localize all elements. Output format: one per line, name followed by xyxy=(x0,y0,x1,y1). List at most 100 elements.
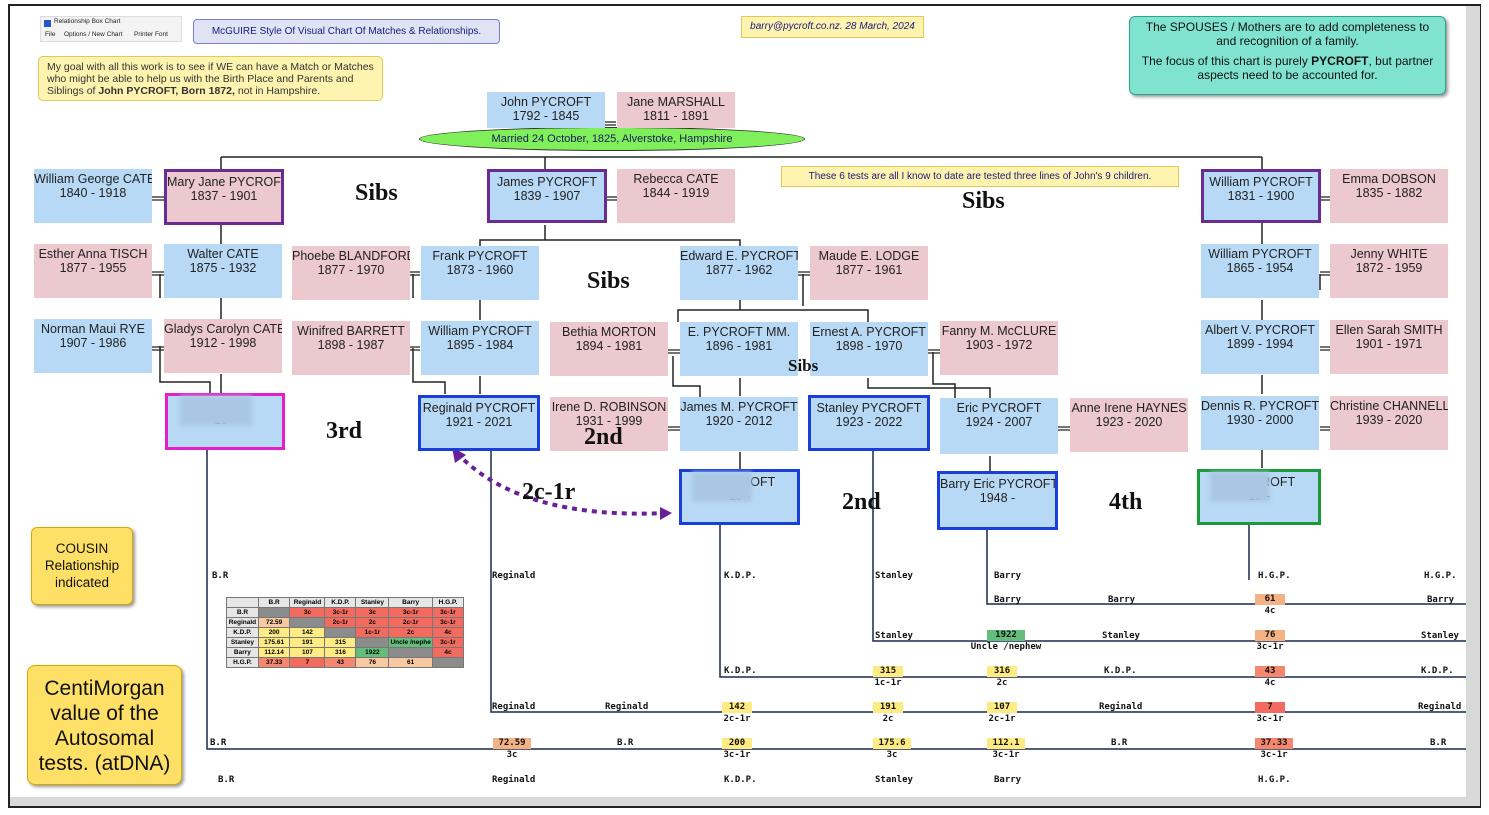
horizontal-scrollbar[interactable] xyxy=(10,797,1466,806)
matrix-header: H.G.P. xyxy=(431,597,465,608)
matrix-cell: 316 xyxy=(324,647,357,658)
ladder-top-label: Reginald xyxy=(492,571,536,581)
matrix-cell: 3c xyxy=(355,607,390,618)
matrix-row-label: Barry xyxy=(226,647,259,658)
cm-value-cell: 72.59 xyxy=(493,738,531,749)
matrix-header: Barry xyxy=(388,597,433,608)
matrix-cell: 72.59 xyxy=(257,617,291,628)
matrix-cell: 107 xyxy=(289,647,326,658)
relationship-label: 3c-1r xyxy=(1260,750,1288,760)
ladder-bottom-label: B.R xyxy=(218,775,235,785)
relationship-label: 2c xyxy=(996,678,1008,688)
cm-value-cell: 316 xyxy=(987,666,1017,677)
matrix-cell: 200 xyxy=(257,627,291,638)
cm-value-cell: 191 xyxy=(873,702,903,713)
matrix-header: Stanley xyxy=(355,597,390,608)
matrix-cell: 175.61 xyxy=(257,637,291,648)
person-e-pycroft-mm: E. PYCROFT MM.1896 - 1981 xyxy=(680,322,798,376)
matrix-cell: 112.14 xyxy=(257,647,291,658)
spouse-note: The SPOUSES / Mothers are to add complet… xyxy=(1129,16,1446,95)
ladder-row-label: B.R xyxy=(1430,738,1447,748)
ladder-bottom-label: K.D.P. xyxy=(724,775,757,785)
app-titlebar: Relationship Box Chart File Options / Ne… xyxy=(40,16,182,42)
marriage-oval: Married 24 October, 1825, Alverstoke, Ha… xyxy=(419,127,805,151)
menu-options[interactable]: Options / New Chart xyxy=(64,31,123,38)
relationship-label: 2c xyxy=(882,714,894,724)
menu-printer-font[interactable]: Printer Font xyxy=(134,31,168,38)
cm-value-cell: 142 xyxy=(722,702,752,713)
matrix-cell: 76 xyxy=(355,657,390,668)
app-icon xyxy=(44,20,51,27)
relationship-label: 3c-1r xyxy=(992,750,1020,760)
matrix-header: Reginald xyxy=(289,597,326,608)
relationship-label: 1c-1r xyxy=(874,678,902,688)
ladder-top-label: Stanley xyxy=(875,571,913,581)
matrix-cell: 142 xyxy=(289,627,326,638)
relationship-label: 4c xyxy=(1264,678,1276,688)
matrix-cell: 3c-1r xyxy=(431,617,465,628)
relationship-label: 3c-1r xyxy=(1256,642,1284,652)
relationship-label: 2c-1r xyxy=(723,714,751,724)
ladder-top-label: Barry xyxy=(994,571,1022,581)
relationship-label: 2c-1r xyxy=(988,714,1016,724)
ladder-row-label: K.D.P. xyxy=(1104,666,1137,676)
relationship-label: 3c xyxy=(506,750,518,760)
matrix-cell: 2c-1r xyxy=(388,617,433,628)
matrix-cell xyxy=(324,627,357,638)
matrix-cell xyxy=(355,637,390,648)
ladder-row-label: Reginald xyxy=(1418,702,1462,712)
matrix-cell: 7 xyxy=(289,657,326,668)
matrix-row-label: Stanley xyxy=(226,637,259,648)
cm-value-cell: 175.6 xyxy=(873,738,911,749)
matrix-header xyxy=(226,597,259,608)
cousin-legend: COUSIN Relationship indicated xyxy=(31,527,133,605)
label-sibs: Sibs xyxy=(788,356,819,375)
ladder-row-label: Reginald xyxy=(492,702,536,712)
ladder-row-label: K.D.P. xyxy=(1421,666,1454,676)
ladder-row-label: Reginald xyxy=(605,702,649,712)
vertical-scrollbar[interactable] xyxy=(1466,6,1480,806)
matrix-cell: 3c-1r xyxy=(431,637,465,648)
matrix-cell: 315 xyxy=(324,637,357,648)
ladder-row-label: B.R xyxy=(1111,738,1128,748)
matrix-row-label: B.R xyxy=(226,607,259,618)
relationship-label: 4c xyxy=(1264,606,1276,616)
ladder-row-label: Reginald xyxy=(1099,702,1143,712)
label-sibs: Sibs xyxy=(587,268,630,294)
cm-value-cell: 76 xyxy=(1255,630,1285,641)
cousin-arrow xyxy=(455,451,669,516)
cm-value-cell: 112.1 xyxy=(987,738,1025,749)
ladder-row-label: Stanley xyxy=(1421,631,1459,641)
ladder-top-label: H.G.P. xyxy=(1424,571,1457,581)
cm-value-cell: 43 xyxy=(1255,666,1285,677)
ladder-row-label: Stanley xyxy=(1102,631,1140,641)
ladder-row-label: B.R xyxy=(617,738,634,748)
matrix-cell: 2c-1r xyxy=(324,617,357,628)
ladder-bottom-label: Reginald xyxy=(492,775,536,785)
matrix-cell: 2c xyxy=(355,617,390,628)
email-date: barry@pycroft.co.nz. 28 March, 2024 xyxy=(741,16,924,38)
matrix-header: K.D.P. xyxy=(324,597,357,608)
matrix-header: B.R xyxy=(257,597,291,608)
cm-value-cell: 200 xyxy=(722,738,752,749)
menu-file[interactable]: File xyxy=(45,31,56,38)
